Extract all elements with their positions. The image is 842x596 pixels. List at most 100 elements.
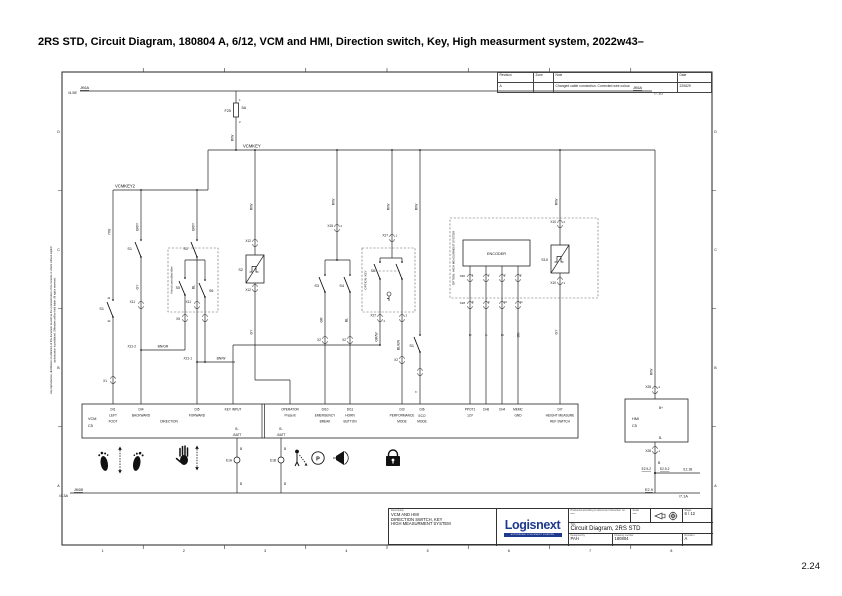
vcm-box: [81, 403, 579, 439]
scale-label: Scale: [632, 509, 640, 512]
label-zone-5: 5: [427, 549, 429, 553]
label-splice-e292-right: E2.9-2: [660, 467, 670, 471]
document-title: 2RS STD, Circuit Diagram, 180804 A, 6/12…: [38, 36, 644, 48]
key-option-box: [361, 247, 416, 313]
label-ground-e1a: E1A: [226, 459, 233, 463]
right-foot-icon: [132, 451, 144, 471]
revision-table-header: Revision Zone Note Date: [498, 73, 711, 83]
label-net-e29: E2.9: [645, 488, 653, 492]
label-fuse-pin-2: 2: [239, 120, 241, 124]
label-splice-e292-left: E2.9-2: [642, 467, 652, 471]
ground-e1b-symbol: [277, 456, 285, 464]
label-ref-e292: /12.1B: [683, 468, 692, 472]
label-box-hms-title: OPTION: HIGH MEASURMENT SYSTEM: [452, 230, 456, 285]
title-value: Circuit Diagram, 2RS STD: [570, 526, 641, 533]
label-wire-bl-di5: BL: [192, 285, 196, 289]
sensor-s2-body: [245, 254, 265, 284]
label-box-tiller-title: Hand controlled tiller: [170, 266, 174, 293]
label-hmi-name: HMI: [632, 417, 639, 421]
label-conn-x1: X1: [103, 379, 107, 383]
label-pin-memc-l2: GND: [514, 414, 522, 418]
label-disclaimer-line1: Any reproduction, distribution or utiliz…: [49, 246, 53, 394]
label-ref-top-left: /4.5E: [68, 91, 77, 95]
label-switch-s6: S6: [209, 289, 213, 293]
label-pin-di5: DI5: [195, 408, 200, 412]
label-pin-di6-l3: MODE: [417, 420, 427, 424]
label-wire-bngr: BN/GR: [158, 345, 169, 349]
drawing-number-label: Drawing number: [614, 534, 634, 537]
label-pin-batt-1: -BATT: [233, 433, 242, 437]
label-zone-8: 8: [670, 549, 672, 553]
label-wire-rw-s10: R/W: [555, 198, 559, 205]
description-line-3: HIGH MEASURMENT SYSTEM: [391, 521, 451, 527]
label-zone-1: 1: [102, 549, 104, 553]
label-pin-x28-11: 11: [520, 300, 523, 304]
label-pin-x60-3: 3: [504, 273, 506, 277]
label-pin-di7: DI7: [558, 408, 563, 412]
label-zone-6: 6: [508, 549, 510, 553]
label-pin-di7-l2: HEIGHT MEASURE: [546, 414, 575, 418]
designed-by-label: Designed by: [570, 534, 585, 537]
label-wire-bl-di11: BL: [345, 318, 349, 322]
label-pin-x60-2: 2: [488, 273, 490, 277]
label-wire-y-di6: Y: [415, 390, 419, 393]
junction-dots: [112, 149, 561, 363]
icon-row: [98, 445, 400, 474]
zone-header: Zone: [534, 73, 554, 82]
date-value: 220629: [679, 83, 691, 88]
label-row-d-right: D: [714, 130, 717, 134]
label-conn-x28-2: X28: [645, 385, 651, 389]
label-conn-x27-2: X27: [370, 314, 376, 318]
label-pin-x15-2: 2: [341, 224, 343, 228]
label-wire-b-hmi: B: [658, 461, 661, 465]
label-pin-x60-1: 1: [472, 273, 474, 277]
fuse-f25-body: [233, 102, 239, 118]
label-pin-ch4: CH4: [499, 408, 506, 412]
produced-cell: Produced according to document instructi…: [569, 509, 631, 523]
label-pin-x27-3: 3: [406, 314, 408, 318]
label-wire-gry-di4: GR/Y: [136, 222, 140, 231]
label-net-vcmkey: VCMKEY: [243, 144, 261, 149]
label-pin-di3-l3: MODE: [397, 420, 407, 424]
description-label: Description: [391, 509, 404, 512]
key-switch-glyph: [386, 291, 392, 301]
label-zone-4: 4: [345, 549, 347, 553]
label-hmi-pin-bminus: B-: [659, 436, 662, 440]
label-row-b-left: B: [57, 366, 60, 370]
horn-icon: [333, 451, 349, 465]
label-hmi-conn: C5: [632, 424, 637, 428]
label-wire-bnw: BN/W: [217, 357, 227, 361]
logo-subtitle-bar: MITSUBISHI LOGISNEXT EUROPE: [503, 532, 562, 538]
label-pin-di10-l3: BREAK: [320, 420, 332, 424]
drawing-number-cell: Drawing number 180804: [613, 534, 683, 546]
label-wire-grw: GR/W: [375, 332, 379, 342]
left-foot-icon: [98, 451, 109, 471]
description-cell: Description VCM AND HMI DIRECTION SWITCH…: [389, 509, 497, 546]
label-pin-x10-1: 1: [564, 281, 566, 285]
label-wire-r-enc: R: [469, 333, 473, 336]
label-pin-x10-2: 2: [564, 220, 566, 224]
label-pin-di1-l3: FOOT: [109, 420, 118, 424]
label-conn-x2b: X2: [342, 338, 346, 342]
label-conn-x12-1: X12: [245, 288, 251, 292]
label-ref-top-right: /7.1D: [654, 92, 663, 96]
projection-symbol-icon: [653, 511, 677, 520]
revision-cell: Revision A: [683, 534, 713, 546]
revision-header: Revision: [498, 73, 534, 82]
label-pin-di6-l2: ECO: [419, 414, 426, 418]
revision-label: Revision: [684, 534, 695, 537]
label-ref-bottom-left: /4.3A: [59, 494, 68, 498]
produced-label: Produced according to document instructi…: [570, 509, 626, 512]
designed-by-value: PAH: [570, 536, 579, 542]
label-row-a-left: A: [57, 484, 60, 488]
padlock-icon: [386, 449, 400, 466]
tiller-option-box: [167, 247, 219, 313]
label-wire-b-e1a: B: [240, 447, 242, 451]
label-wire-blgn: BL/GN: [397, 339, 401, 350]
label-net-jk6a-left: JK6A: [80, 86, 90, 90]
label-pin-di3-l2: PERFORMANCE: [390, 414, 415, 418]
description-line-2: DIRECTION SWITCH, KEY: [391, 516, 443, 522]
hand-updown-arrow-icon: [195, 445, 199, 471]
connector-symbols: [110, 220, 658, 454]
